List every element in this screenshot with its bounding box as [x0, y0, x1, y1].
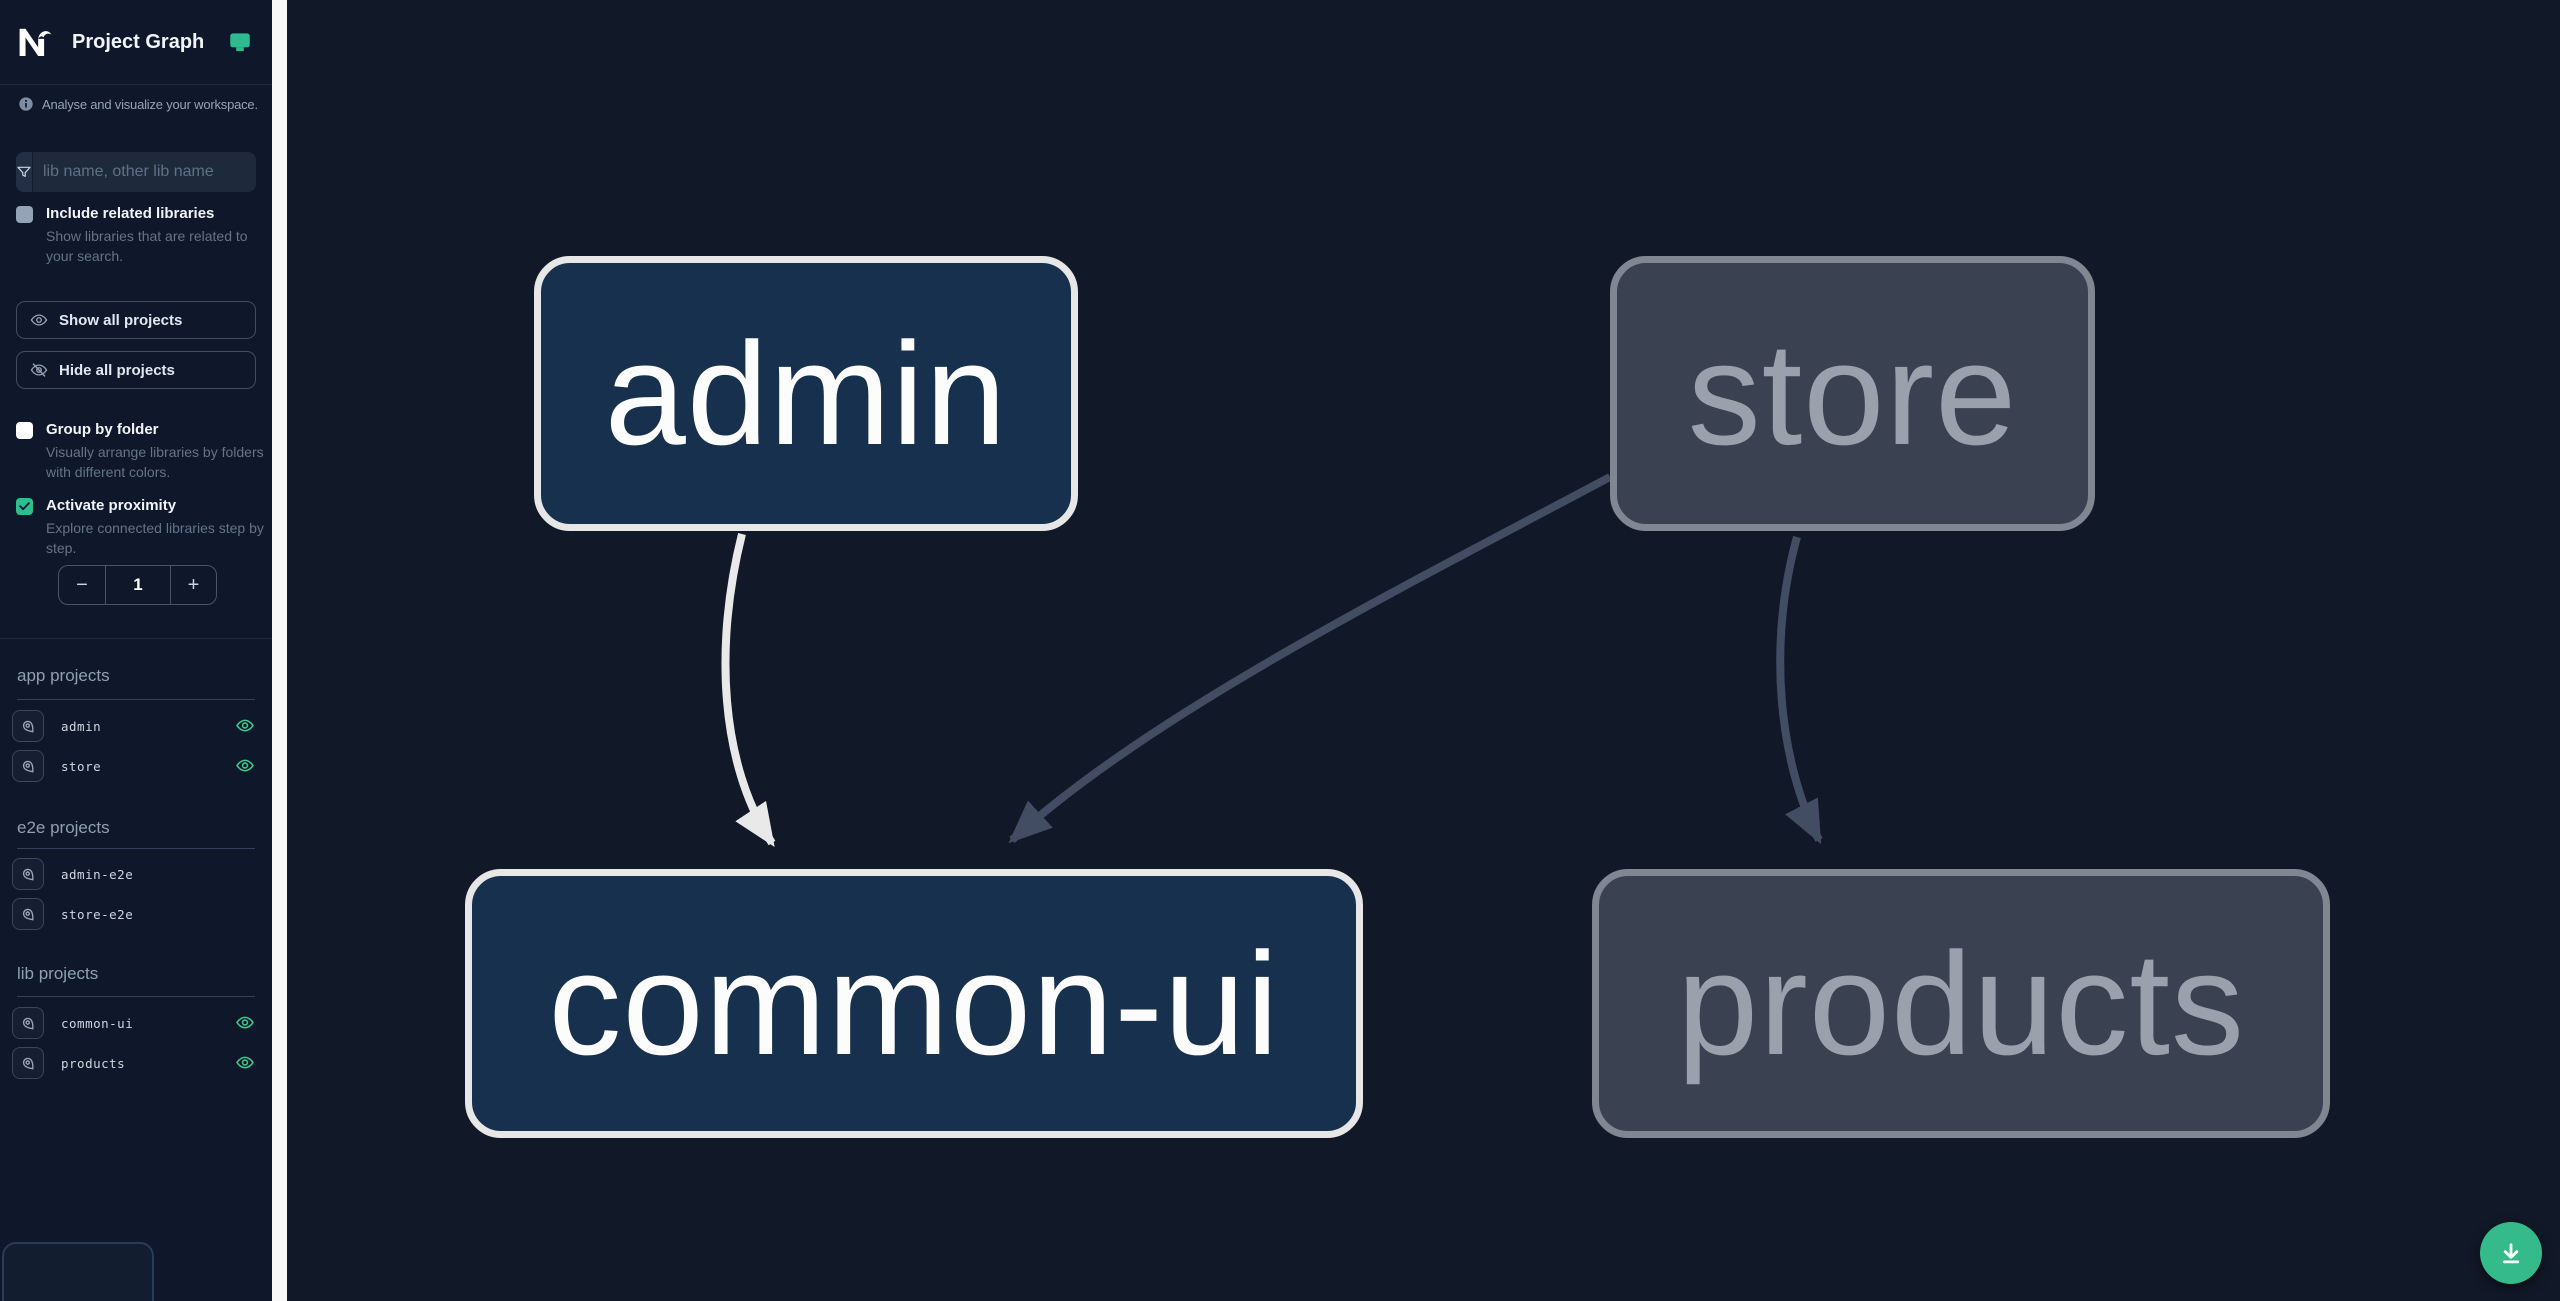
proximity-value: 1: [133, 575, 143, 594]
checkbox-unchecked-icon[interactable]: [16, 206, 33, 223]
node-label: common-ui: [548, 921, 1280, 1085]
eye-visible-icon: [236, 759, 254, 772]
hide-all-projects-button[interactable]: Hide all projects: [16, 351, 256, 389]
map-pin-icon: [22, 908, 34, 920]
project-row-products: products: [12, 1047, 260, 1079]
eye-visible-icon: [236, 719, 254, 732]
focus-project-button[interactable]: [12, 1007, 44, 1039]
project-name[interactable]: common-ui: [61, 1016, 134, 1031]
group-by-folder-checkbox: Group by folder Visually arrange librari…: [16, 421, 264, 482]
sidebar-divider: [0, 638, 272, 639]
section-title-e2e-projects: e2e projects: [17, 818, 110, 837]
checkbox-description: Visually arrange libraries by folders wi…: [46, 444, 264, 480]
checkbox-label[interactable]: Activate proximity: [46, 497, 177, 514]
eye-visible-icon: [236, 1056, 254, 1069]
sidebar-canvas-divider: [272, 0, 287, 1301]
section-underline: [17, 848, 255, 849]
map-pin-icon: [22, 760, 34, 772]
bottom-left-panel-corner: [2, 1242, 154, 1301]
filter-icon-cell: [16, 152, 33, 192]
node-store[interactable]: store: [1610, 256, 2095, 531]
section-underline: [17, 699, 255, 700]
node-common-ui[interactable]: common-ui: [465, 869, 1363, 1138]
proximity-decrement-button[interactable]: −: [59, 566, 106, 604]
node-admin[interactable]: admin: [534, 256, 1078, 531]
section-title-app-projects: app projects: [17, 666, 110, 685]
toggle-project-visibility-button[interactable]: [233, 716, 257, 736]
edge-store-to-common-ui: [1008, 473, 1612, 844]
node-products[interactable]: products: [1592, 869, 2330, 1138]
node-label: products: [1677, 921, 2245, 1085]
edges-layer: [721, 473, 1823, 847]
nx-logo-icon: [19, 28, 52, 56]
filter-input-group: [16, 152, 256, 192]
project-name[interactable]: store-e2e: [61, 907, 134, 922]
project-name[interactable]: admin-e2e: [61, 867, 134, 882]
project-row-store-e2e: store-e2e: [12, 898, 260, 930]
filter-input[interactable]: [33, 152, 256, 192]
checkbox-checked-icon[interactable]: [16, 498, 33, 515]
project-row-store: store: [12, 750, 260, 782]
focus-project-button[interactable]: [12, 898, 44, 930]
checkbox-description: Show libraries that are related to your …: [46, 228, 248, 264]
tagline: Analyse and visualize your workspace.: [18, 95, 262, 115]
project-name[interactable]: admin: [61, 719, 102, 734]
checkbox-description: Explore connected libraries step by step…: [46, 520, 264, 556]
header-divider: [0, 84, 272, 85]
map-pin-icon: [22, 1017, 34, 1029]
sidebar: Project Graph Analyse and visualize your…: [0, 0, 272, 1301]
toggle-project-visibility-button[interactable]: [233, 1013, 257, 1033]
check-icon: [19, 502, 30, 511]
edge-admin-to-common-ui: [721, 533, 776, 847]
focus-project-button[interactable]: [12, 750, 44, 782]
info-icon: [19, 97, 33, 111]
project-row-admin-e2e: admin-e2e: [12, 858, 260, 890]
checkbox-label[interactable]: Include related libraries: [46, 205, 215, 222]
focus-project-button[interactable]: [12, 858, 44, 890]
map-pin-icon: [22, 868, 34, 880]
map-pin-icon: [22, 720, 34, 732]
hide-all-projects-label: Hide all projects: [59, 361, 175, 379]
toggle-project-visibility-button[interactable]: [233, 1053, 257, 1073]
node-label: store: [1687, 311, 2018, 475]
checkbox-unchecked-icon[interactable]: [16, 422, 33, 439]
filter-funnel-icon: [17, 166, 31, 177]
tagline-text: Analyse and visualize your workspace.: [42, 97, 258, 112]
show-all-projects-label: Show all projects: [59, 311, 183, 329]
monitor-icon[interactable]: [227, 29, 253, 55]
app-title: Project Graph: [72, 31, 205, 53]
section-underline: [17, 996, 255, 997]
eye-off-icon: [30, 363, 48, 377]
proximity-stepper: − 1 +: [58, 565, 217, 605]
activate-proximity-checkbox: Activate proximity Explore connected lib…: [16, 497, 264, 558]
map-pin-icon: [22, 1057, 34, 1069]
focus-project-button[interactable]: [12, 710, 44, 742]
toggle-project-visibility-button[interactable]: [233, 756, 257, 776]
download-graph-button[interactable]: [2480, 1222, 2542, 1284]
eye-icon: [30, 314, 48, 326]
include-related-checkbox: Include related libraries Show libraries…: [16, 205, 248, 266]
download-icon: [2502, 1243, 2520, 1264]
edge-store-to-products: [1776, 535, 1823, 845]
show-all-projects-button[interactable]: Show all projects: [16, 301, 256, 339]
section-title-lib-projects: lib projects: [17, 964, 99, 983]
node-label: admin: [604, 311, 1008, 475]
checkbox-label[interactable]: Group by folder: [46, 421, 159, 438]
project-row-common-ui: common-ui: [12, 1007, 260, 1039]
project-name[interactable]: store: [61, 759, 102, 774]
eye-visible-icon: [236, 1016, 254, 1029]
proximity-increment-button[interactable]: +: [170, 566, 216, 604]
project-name[interactable]: products: [61, 1056, 126, 1071]
graph-canvas[interactable]: admin store common-ui products: [287, 0, 2560, 1301]
focus-project-button[interactable]: [12, 1047, 44, 1079]
project-row-admin: admin: [12, 710, 260, 742]
